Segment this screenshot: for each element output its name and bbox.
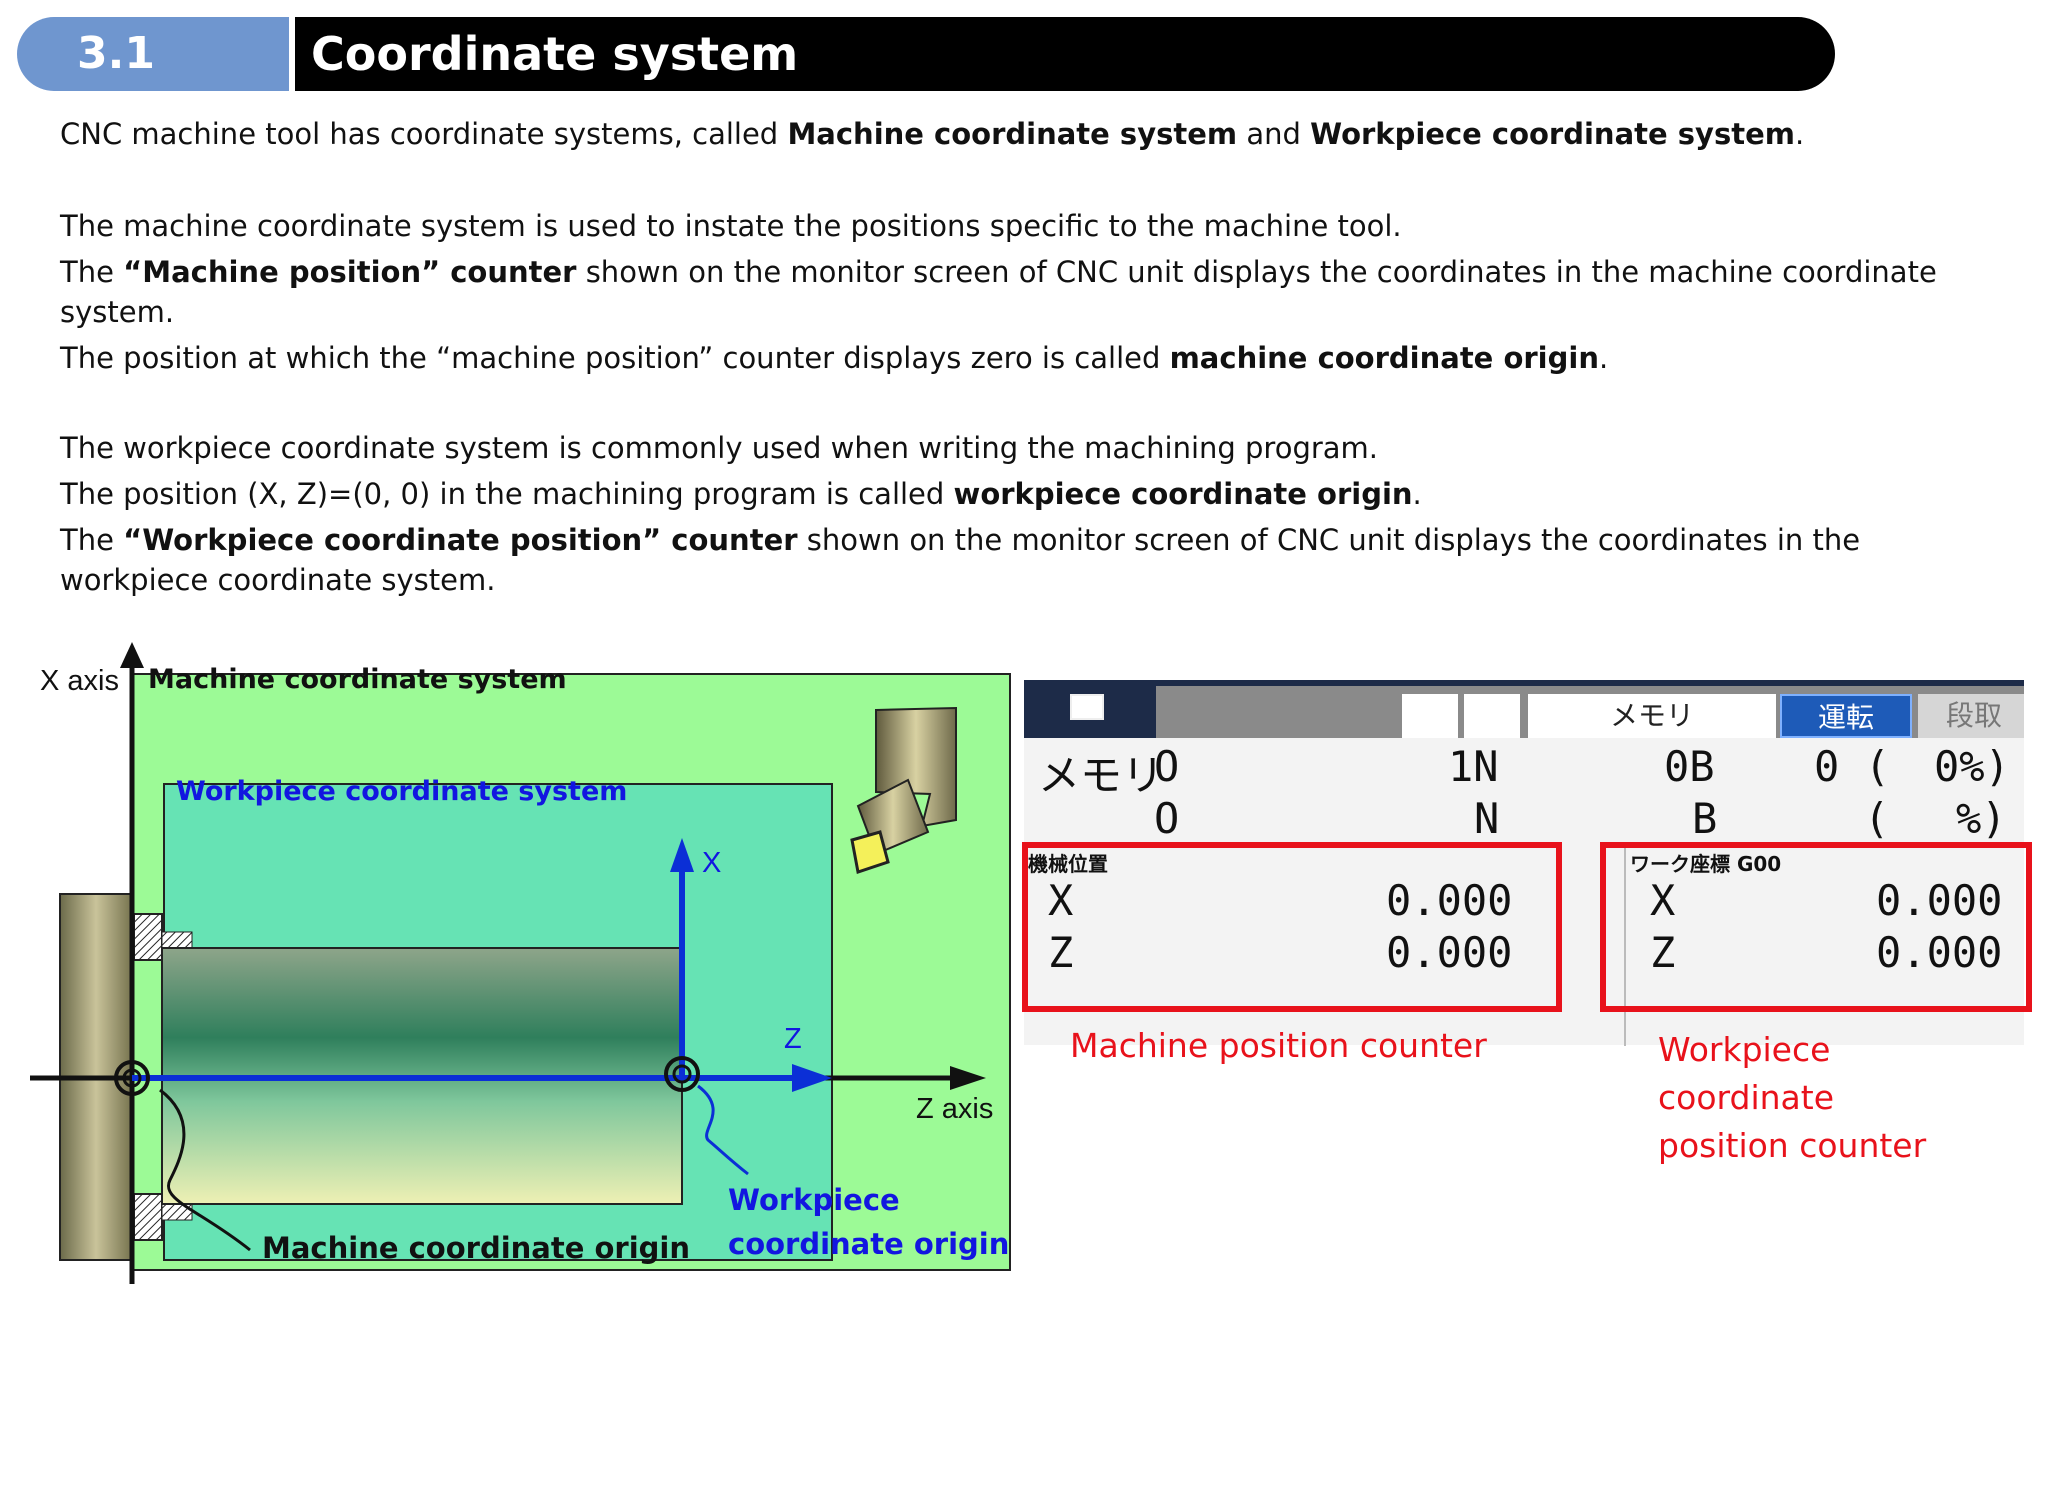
section-title: Coordinate system bbox=[295, 17, 1835, 91]
intro-paragraph: CNC machine tool has coordinate systems,… bbox=[60, 114, 1804, 154]
section-header: 3.1 Coordinate system bbox=[17, 17, 1835, 91]
text: The position (X, Z)=(0, 0) in the machin… bbox=[60, 477, 954, 511]
workpiece-paragraph: The workpiece coordinate system is commo… bbox=[60, 428, 1860, 600]
workpiece-z-arrow bbox=[792, 1064, 832, 1092]
work-z-value: 0.000 bbox=[1876, 928, 2003, 977]
machine-line-1: The machine coordinate system is used to… bbox=[60, 209, 1402, 243]
machine-z-arrow bbox=[950, 1066, 986, 1090]
tab-memory[interactable]: メモリ bbox=[1528, 694, 1776, 738]
window-icon bbox=[1070, 694, 1104, 720]
machine-counter-highlight bbox=[1022, 842, 1562, 1012]
text: . bbox=[1412, 477, 1422, 511]
workpiece-origin-label-2: coordinate origin bbox=[728, 1227, 1009, 1261]
work-z-label: Z bbox=[1650, 928, 1676, 977]
machine-paragraph: The machine coordinate system is used to… bbox=[60, 206, 1937, 378]
machine-origin-leader bbox=[159, 1088, 251, 1252]
machine-origin-marker bbox=[114, 1060, 150, 1096]
program-o: O bbox=[1154, 742, 1180, 791]
machine-x-arrow bbox=[120, 642, 144, 668]
local-z-label: Z bbox=[784, 1023, 802, 1055]
workpiece-line-2: The position (X, Z)=(0, 0) in the machin… bbox=[60, 474, 1860, 514]
text: The position at which the “machine posit… bbox=[60, 341, 1170, 375]
machine-line-3: The position at which the “machine posit… bbox=[60, 338, 1937, 378]
text: The bbox=[60, 523, 124, 557]
work-position-title: ワーク座標 G00 bbox=[1630, 852, 1782, 876]
chuck-jaw-upper bbox=[133, 913, 163, 961]
machine-system-label: Machine coordinate system bbox=[148, 664, 567, 695]
workpiece-origin-leader bbox=[697, 1084, 749, 1176]
machine-x-value: 0.000 bbox=[1386, 876, 1513, 925]
workpiece-system-label: Workpiece coordinate system bbox=[176, 776, 627, 807]
work-x-value: 0.000 bbox=[1876, 876, 2003, 925]
sequence-n-2: N bbox=[1474, 794, 1500, 843]
override-a-2: ( bbox=[1864, 794, 1890, 843]
workpiece-origin-marker bbox=[664, 1056, 700, 1092]
mode-label: メモリ bbox=[1038, 751, 1165, 800]
intro-text: CNC machine tool has coordinate systems,… bbox=[60, 117, 788, 151]
machine-line-2: The “Machine position” counter shown on … bbox=[60, 252, 1937, 292]
workpiece-line-1: The workpiece coordinate system is commo… bbox=[60, 431, 1379, 465]
work-counter-callout: Workpiece coordinate position counter bbox=[1658, 1026, 1926, 1170]
machine-z-value: 0.000 bbox=[1386, 928, 1513, 977]
work-callout-line-3: position counter bbox=[1658, 1126, 1927, 1165]
block-b-2: B bbox=[1692, 794, 1718, 843]
workpiece-origin-term: workpiece coordinate origin bbox=[953, 477, 1413, 511]
text: shown on the monitor screen of CNC unit … bbox=[797, 523, 1861, 557]
sequence-n: 1N bbox=[1448, 742, 1499, 791]
intro-text: . bbox=[1794, 117, 1805, 151]
machine-z-label: Z bbox=[1048, 928, 1074, 977]
local-x-label: X bbox=[702, 847, 721, 879]
text: . bbox=[1598, 341, 1609, 375]
intro-machine-term: Machine coordinate system bbox=[787, 117, 1238, 151]
lathe-coordinate-diagram: X axis Z axis Machine coordinate system … bbox=[30, 642, 1011, 1284]
chuck-jaw-lower bbox=[133, 1193, 163, 1241]
work-callout-line-2: coordinate bbox=[1658, 1078, 1835, 1117]
divider bbox=[1624, 846, 1626, 1046]
block-b: 0B bbox=[1664, 742, 1715, 791]
machine-line-2-cont: system. bbox=[60, 295, 175, 329]
machine-x-label: X bbox=[1048, 876, 1074, 925]
machine-origin-term: machine coordinate origin bbox=[1169, 341, 1599, 375]
text: The bbox=[60, 255, 124, 289]
machine-origin-label: Machine coordinate origin bbox=[262, 1231, 690, 1265]
machine-counter-callout: Machine position counter bbox=[1070, 1026, 1487, 1065]
work-counter-highlight bbox=[1600, 842, 2032, 1012]
status-cell bbox=[1402, 694, 1458, 738]
override-a: 0 ( bbox=[1814, 742, 1890, 791]
workpiece-line-3: The “Workpiece coordinate position” coun… bbox=[60, 520, 1860, 560]
z-axis-label: Z axis bbox=[916, 1093, 993, 1125]
intro-workpiece-term: Workpiece coordinate system bbox=[1310, 117, 1795, 151]
status-cell bbox=[1464, 694, 1520, 738]
section-number: 3.1 bbox=[17, 17, 289, 91]
x-axis-label: X axis bbox=[40, 665, 119, 697]
workpiece-counter-term: “Workpiece coordinate position” counter bbox=[123, 523, 798, 557]
cnc-top-bar: メモリ 運転 段取 bbox=[1024, 680, 2024, 738]
cnc-monitor-screen: メモリ 運転 段取 メモリ O 1N 0B 0 ( 0%) O N B ( %)… bbox=[1024, 680, 2024, 1046]
workpiece-x-arrow bbox=[670, 838, 694, 872]
workpiece-origin-label-1: Workpiece bbox=[728, 1183, 900, 1217]
tab-setup[interactable]: 段取 bbox=[1918, 694, 2024, 738]
machine-counter-term: “Machine position” counter bbox=[123, 255, 577, 289]
jaw-step-upper bbox=[161, 931, 193, 949]
program-o-2: O bbox=[1154, 794, 1180, 843]
override-b: 0%) bbox=[1934, 742, 2010, 791]
workpiece-line-3-cont: workpiece coordinate system. bbox=[60, 563, 496, 597]
work-callout-line-1: Workpiece bbox=[1658, 1030, 1831, 1069]
tab-run[interactable]: 運転 bbox=[1780, 694, 1912, 738]
machine-position-title: 機械位置 bbox=[1028, 852, 1108, 876]
text: shown on the monitor screen of CNC unit … bbox=[576, 255, 1937, 289]
work-x-label: X bbox=[1650, 876, 1676, 925]
intro-text: and bbox=[1237, 117, 1311, 151]
cutting-tool bbox=[850, 706, 957, 874]
override-b-2: %) bbox=[1956, 794, 2007, 843]
